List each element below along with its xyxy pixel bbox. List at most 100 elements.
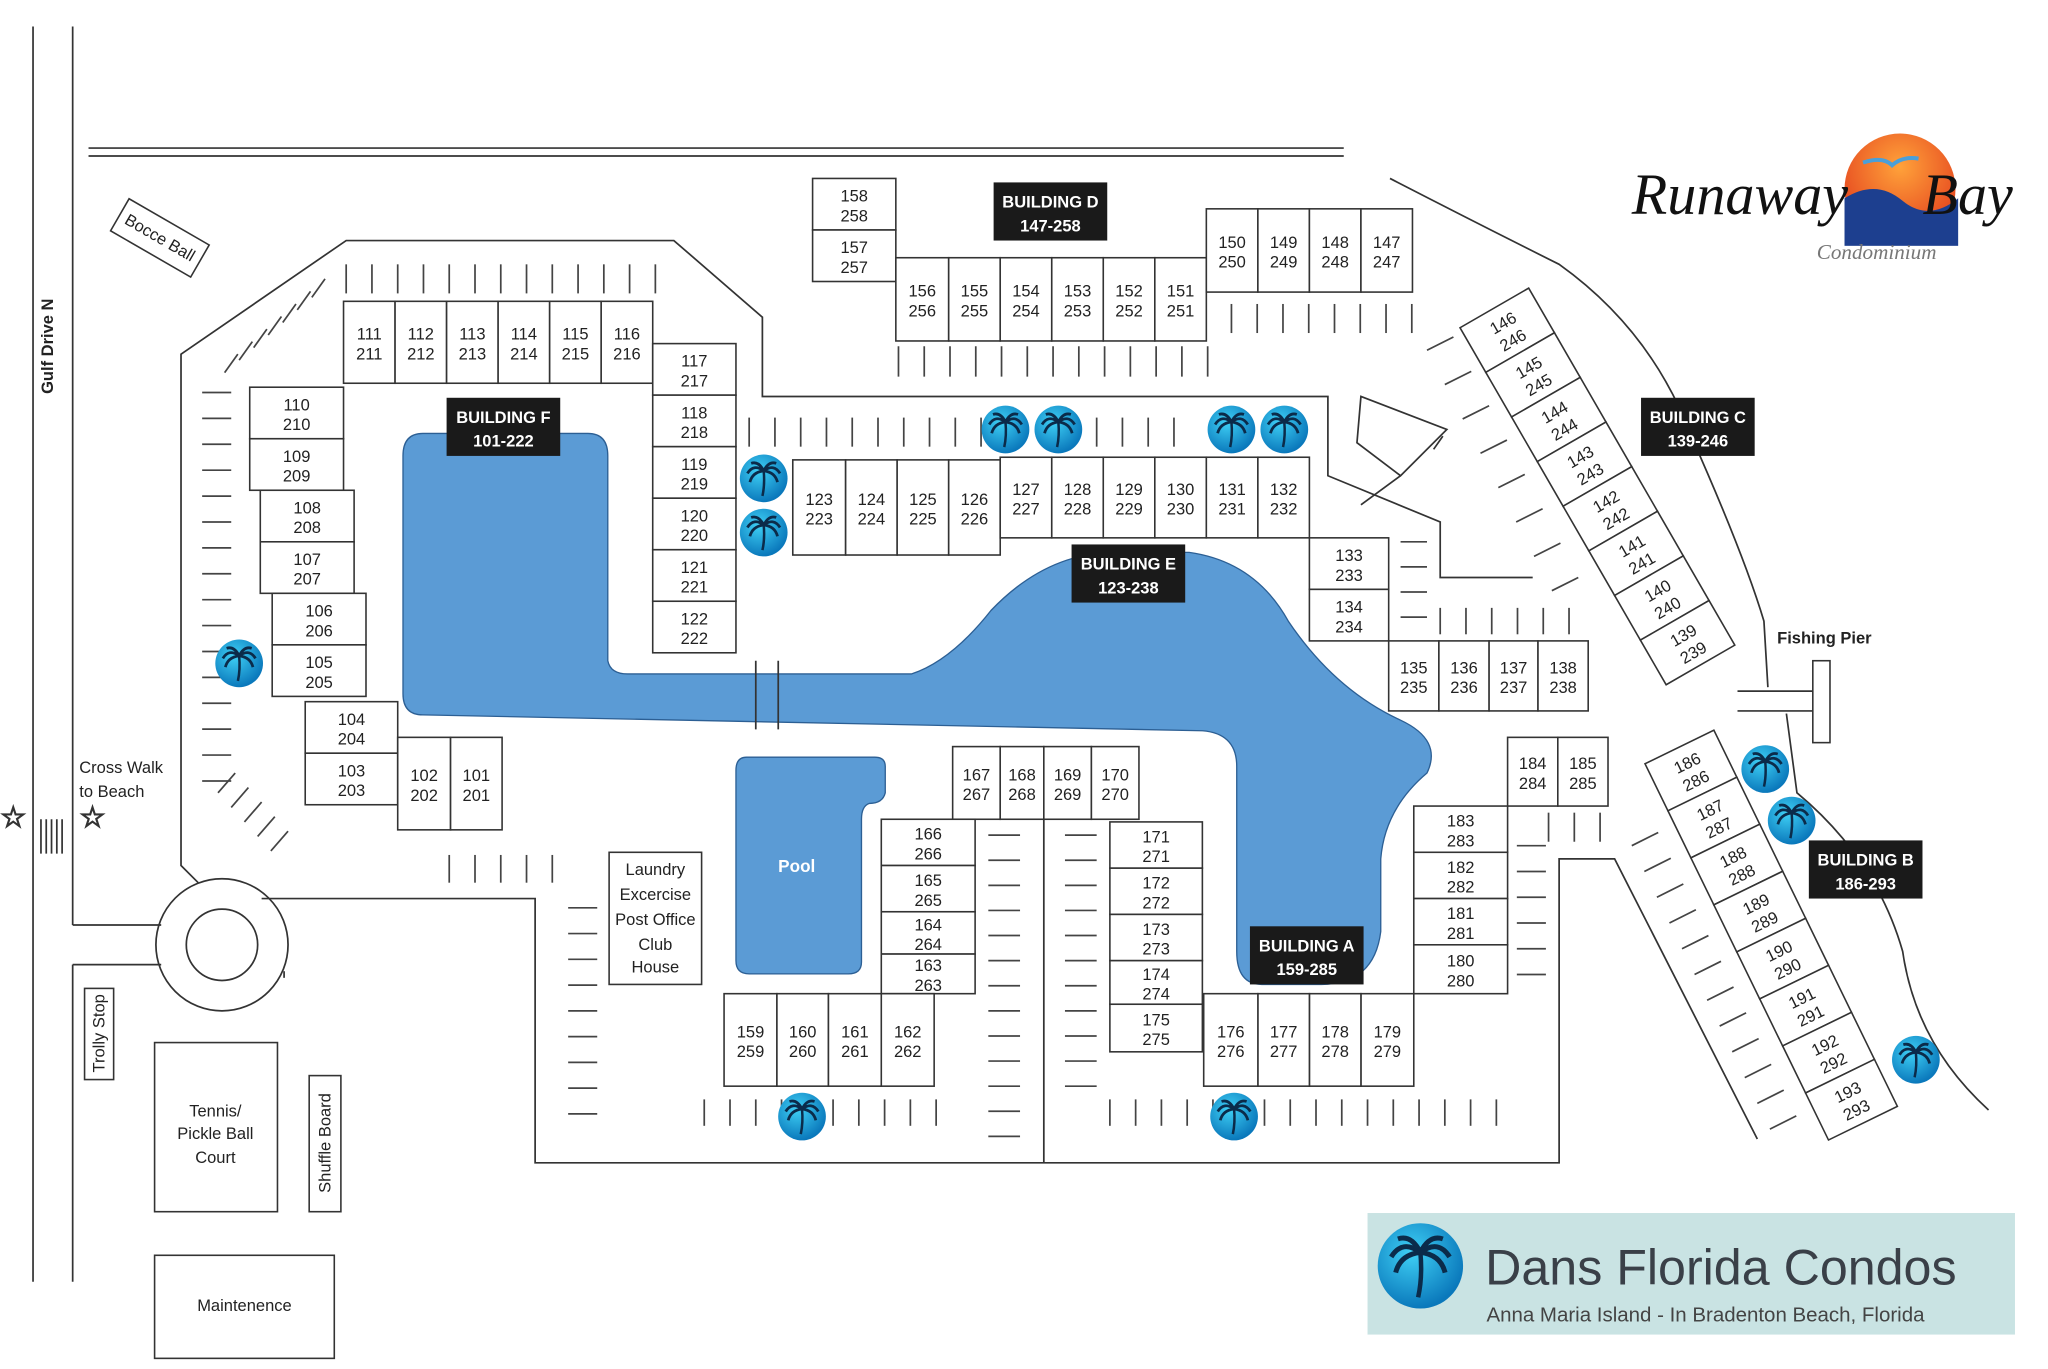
unit-number: 123 [805,491,833,509]
unit-number: 138 [1549,659,1577,677]
svg-text:139-246: 139-246 [1668,433,1729,451]
svg-text:Excercise: Excercise [620,886,692,904]
unit-number: 269 [1054,786,1082,804]
roads [32,26,1990,1282]
palm-tree-icon [776,1091,828,1142]
parking-stripe [1706,986,1734,1002]
bocce-ball-court: Bocce Ball [109,197,211,279]
unit-number: 110 [283,396,309,414]
unit-number: 116 [614,326,640,344]
svg-text:Bay: Bay [1922,162,2013,227]
unit-number: 270 [1101,786,1129,804]
parking-stripe [223,353,239,374]
unit-number: 167 [963,766,991,784]
unit-number: 227 [1012,501,1040,519]
parking-stripe [1756,1089,1785,1105]
unit-number: 179 [1374,1023,1402,1041]
svg-text:159-285: 159-285 [1276,961,1337,979]
unit-number: 271 [1142,848,1170,866]
svg-text:Trolly Stop: Trolly Stop [90,994,108,1072]
unit-number: 150 [1218,234,1246,252]
unit-number: 181 [1447,905,1475,923]
runaway-bay-logo: Runaway Bay Condominium [1631,133,2013,273]
unit-number: 120 [681,507,709,525]
shuffle-board: Shuffle Board [308,1074,342,1213]
crosswalk-label-1: Cross Walk [79,759,163,777]
svg-text:Tennis/: Tennis/ [189,1103,242,1121]
parking-stripe [1769,1115,1797,1130]
unit-number: 111 [357,326,382,344]
unit-number: 220 [681,527,709,545]
fishing-pier: Fishing Pier [1737,630,1872,744]
unit-number: 210 [283,416,311,434]
unit-number: 201 [463,787,491,805]
unit-number: 262 [894,1043,922,1061]
svg-text:186-293: 186-293 [1835,875,1896,893]
svg-text:101-222: 101-222 [473,433,534,451]
unit-number: 180 [1447,953,1475,971]
parking-stripe [1515,508,1543,523]
svg-text:Condominium: Condominium [1817,240,1937,264]
parking-stripe [282,303,297,323]
unit-number: 107 [293,551,321,569]
unit-number: 250 [1218,254,1246,272]
parking-stripe [267,316,283,336]
unit-number: 267 [963,786,991,804]
unit-number: 234 [1335,618,1363,636]
parking-stripe [1643,857,1672,873]
unit-number: 173 [1142,921,1170,939]
svg-text:BUILDING E: BUILDING E [1081,556,1176,574]
unit-number: 103 [338,762,366,780]
parking-stripe [1744,1063,1772,1079]
unit-number: 151 [1167,283,1195,301]
svg-text:Fishing Pier: Fishing Pier [1777,630,1872,648]
unit-number: 168 [1008,766,1036,784]
unit-number: 161 [841,1023,869,1041]
unit-number: 163 [914,957,942,975]
palm-tree-icon [1208,1091,1260,1142]
svg-text:Pickle Ball: Pickle Ball [177,1125,253,1143]
palm-tree-icon [214,638,265,689]
unit-number: 277 [1270,1043,1298,1061]
parking-stripe [1731,1037,1760,1053]
unit-number: 164 [914,916,942,934]
unit-number: 209 [283,468,311,486]
svg-text:147-258: 147-258 [1020,217,1081,235]
unit-number: 156 [908,283,936,301]
unit-number: 137 [1500,659,1528,677]
unit-number: 113 [459,326,485,344]
unit-number: 160 [789,1023,817,1041]
banner-title: Dans Florida Condos [1485,1239,1956,1295]
unit-number: 158 [840,188,868,206]
unit-number: 263 [914,977,942,995]
unit-number: 128 [1064,481,1092,499]
